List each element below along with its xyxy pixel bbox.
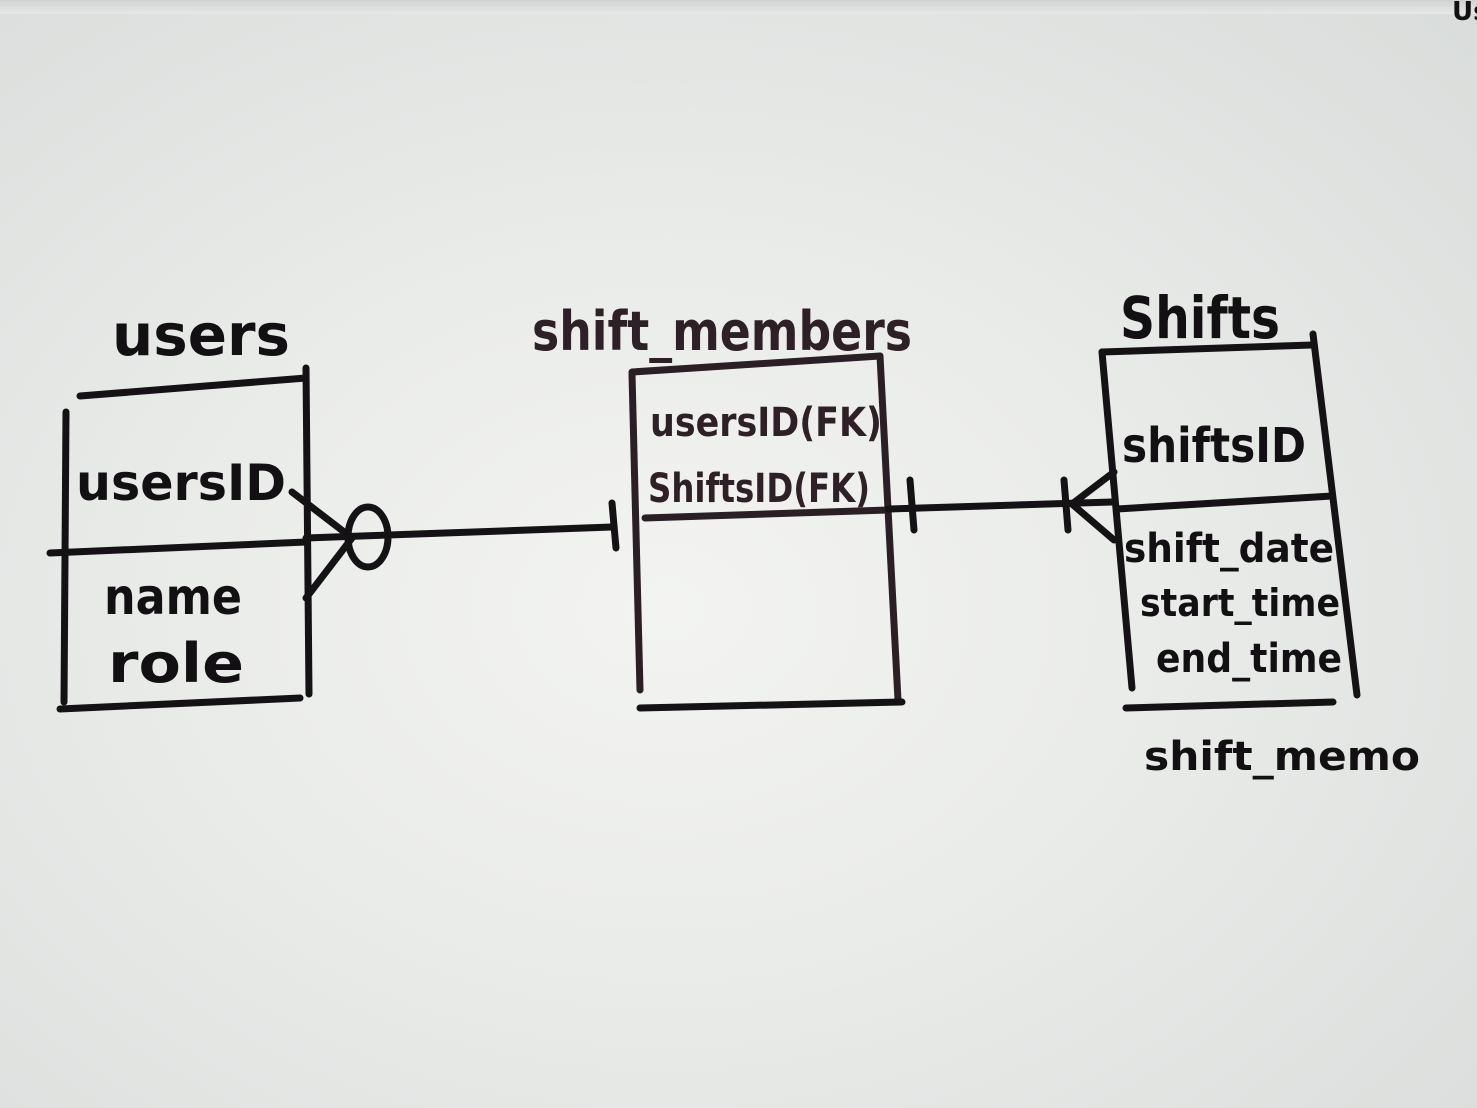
shift-members-field-shiftsid-fk: ShiftsID(FK)	[648, 466, 870, 512]
shifts-left-border	[1098, 348, 1136, 692]
shift-members-field-usersid-fk: usersID(FK)	[650, 400, 882, 446]
shift-members-bottom-border	[636, 698, 906, 712]
entity-shift-members-title: shift_members	[532, 300, 912, 363]
entity-users-title: users	[112, 301, 290, 369]
shifts-top-border	[1098, 341, 1316, 356]
users-top-border	[76, 374, 310, 400]
entity-shifts-title: Shifts	[1120, 284, 1280, 352]
shifts-attr-end-time: end_time	[1156, 636, 1342, 682]
shift-members-top-border	[628, 352, 884, 376]
users-left-border	[60, 408, 70, 706]
users-right-border	[302, 364, 313, 698]
shift-members-left-border	[628, 370, 644, 694]
entity-users: users usersID name role	[46, 301, 313, 713]
edge-fragment-text: Us	[1452, 0, 1477, 27]
shifts-attr-start-time: start_time	[1140, 581, 1340, 625]
shifts-attr-shift-memo: shift_memo	[1144, 734, 1420, 780]
shifts-right-border	[1309, 330, 1361, 699]
users-attr-role: role	[108, 632, 244, 695]
crow-foot-many-icon	[288, 488, 356, 602]
shift-members-right-border	[876, 352, 902, 704]
relationship-users-shift-members	[288, 488, 620, 602]
shift-members-divider	[641, 506, 892, 522]
users-pk-usersid: usersID	[76, 454, 286, 512]
users-divider	[46, 538, 310, 557]
optional-zero-circle-icon	[344, 503, 392, 571]
one-bar-icon-right	[906, 476, 918, 534]
entity-shift-members: shift_members usersID(FK) ShiftsID(FK)	[532, 300, 912, 712]
shifts-divider	[1113, 492, 1336, 513]
shifts-bottom-border	[1122, 698, 1337, 712]
entity-shifts: Shifts shiftsID shift_date start_time en…	[1098, 284, 1420, 780]
users-shift-members-line	[302, 523, 616, 542]
users-bottom-border	[56, 694, 304, 713]
relationship-shift-members-shifts	[884, 468, 1118, 544]
one-bar-icon-shifts	[1060, 476, 1072, 534]
crow-foot-many-icon-shifts	[1068, 468, 1118, 544]
paper-top-edge	[0, 0, 1477, 14]
shifts-attr-shift-date: shift_date	[1124, 526, 1334, 572]
one-bar-icon	[608, 499, 620, 552]
shifts-pk-shiftsid: shiftsID	[1122, 418, 1306, 474]
users-attr-name: name	[104, 568, 242, 626]
